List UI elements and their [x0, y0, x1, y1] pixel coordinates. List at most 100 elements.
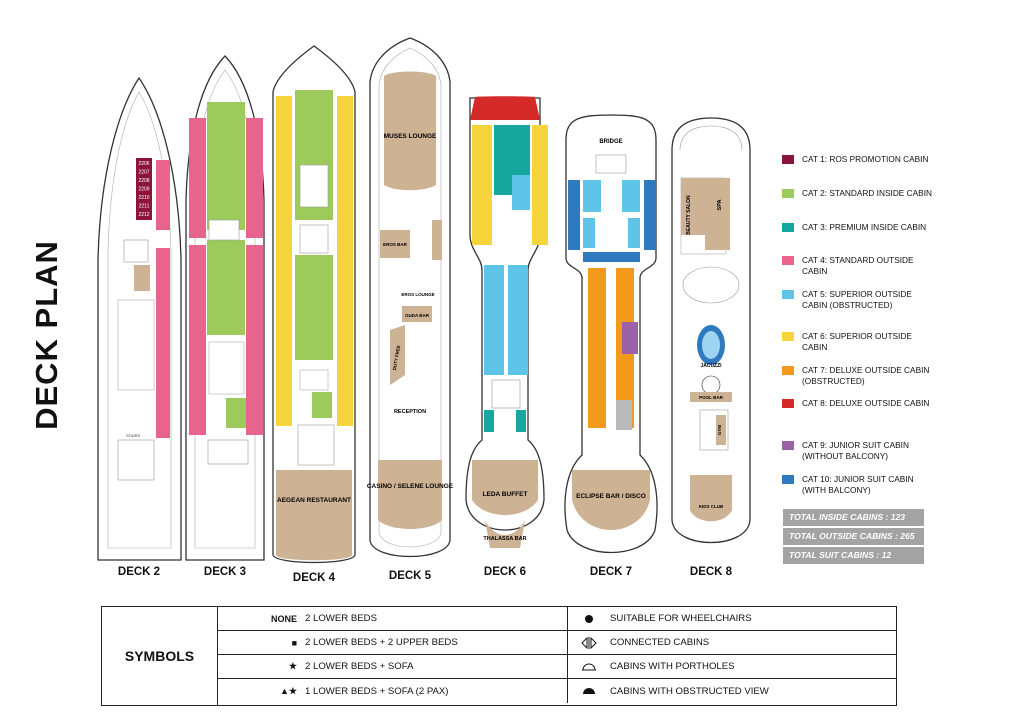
legend-item: CAT 10: JUNIOR SUIT CABIN (WITH BALCONY) [782, 474, 932, 495]
legend-item: CAT 5: SUPERIOR OUTSIDE CABIN (OBSTRUCTE… [782, 289, 932, 310]
beauty-salon-label: BEAUTY SALON [686, 195, 692, 235]
deck-8-plan: SPA BEAUTY SALON JACUZZI POOL BAR GYM KI… [671, 117, 751, 544]
eros-bar-label: EROS BAR [383, 242, 408, 247]
obstructed-view-icon [568, 686, 610, 696]
deck-label-d5: DECK 5 [388, 570, 432, 582]
legend-swatch [782, 475, 794, 484]
symbols-table: SYMBOLS NONE 2 LOWER BEDS ■ 2 LOWER BEDS… [101, 606, 897, 706]
legend-label: CAT 7: DELUXE OUTSIDE CABIN (OBSTRUCTED) [802, 365, 930, 386]
symbol-label: CABINS WITH OBSTRUCTED VIEW [610, 685, 769, 697]
legend-swatch [782, 441, 794, 450]
legend-label: CAT 8: DELUXE OUTSIDE CABIN [802, 398, 930, 408]
bridge-label: BRIDGE [599, 139, 622, 145]
eclipse-bar-label: ECLIPSE BAR / DISCO [576, 493, 646, 500]
leda-buffet-label: LEDA BUFFET [483, 491, 528, 498]
legend-item: CAT 3: PREMIUM INSIDE CABIN [782, 222, 932, 233]
legend-item: CAT 4: STANDARD OUTSIDE CABIN [782, 255, 932, 276]
deck-label-d7: DECK 7 [589, 566, 633, 578]
symbol-row: ▲★ 1 LOWER BEDS + SOFA (2 PAX) [217, 679, 568, 703]
symbol-row: ■ 2 LOWER BEDS + 2 UPPER BEDS [217, 631, 568, 655]
legend-swatch [782, 366, 794, 375]
duty-free-label: DUTY FREE [392, 345, 401, 371]
symbol-label: SUITABLE FOR WHEELCHAIRS [610, 613, 752, 624]
total-outside-cabins: TOTAL OUTSIDE CABINS : 265 [783, 528, 924, 545]
cabin-number: 2208 [138, 178, 149, 184]
gym-label: GYM [717, 425, 722, 436]
ouda-bar-label: OUDA BAR [405, 313, 430, 318]
legend-item: CAT 2: STANDARD INSIDE CABIN [782, 188, 932, 199]
jacuzzi-label: JACUZZI [700, 363, 722, 369]
legend-swatch [782, 399, 794, 408]
symbol-label: 1 LOWER BEDS + SOFA (2 PAX) [305, 685, 449, 697]
symbol-label: 2 LOWER BEDS [305, 613, 377, 624]
cabin-number: 2207 [138, 170, 149, 176]
legend-label: CAT 3: PREMIUM INSIDE CABIN [802, 222, 927, 232]
cabin-number: 2209 [138, 187, 149, 193]
symbol-row: ★ 2 LOWER BEDS + SOFA [217, 655, 568, 679]
deck-5-plan: MUSES LOUNGE EROS BAR EROS LOUNGE OUDA B… [367, 37, 454, 558]
symbols-header: SYMBOLS [102, 607, 218, 705]
legend-label: CAT 9: JUNIOR SUIT CABIN (WITHOUT BALCON… [802, 440, 909, 461]
symbol-row: CABINS WITH OBSTRUCTED VIEW [568, 679, 896, 703]
legend-label: CAT 1: ROS PROMOTION CABIN [802, 154, 929, 164]
spa-label: SPA [717, 200, 723, 211]
legend-swatch [782, 155, 794, 164]
symbol-label: CABINS WITH PORTHOLES [610, 661, 735, 672]
deck-plans-diagram: 2206 2207 2208 2209 2210 2211 2212 STAIRS [97, 37, 751, 564]
legend-item: CAT 6: SUPERIOR OUTSIDE CABIN [782, 331, 932, 352]
connected-cabins-icon [568, 636, 610, 649]
deck-7-plan: BRIDGE ECLIPSE BAR / DISCO [564, 114, 658, 554]
legend-label: CAT 10: JUNIOR SUIT CABIN (WITH BALCONY) [802, 474, 914, 495]
legend-label: CAT 4: STANDARD OUTSIDE CABIN [802, 255, 914, 276]
symbol-label: 2 LOWER BEDS + 2 UPPER BEDS [305, 637, 458, 648]
triangle-star-icon: ▲★ [280, 685, 297, 696]
deck-4-plan: AEGEAN RESTAURANT [272, 45, 356, 564]
reception-label: RECEPTION [394, 409, 426, 415]
legend-swatch [782, 189, 794, 198]
deck-label-d4: DECK 4 [292, 572, 336, 584]
legend-swatch [782, 332, 794, 341]
deck-label-d2: DECK 2 [117, 566, 161, 578]
square-icon: ■ [291, 637, 297, 648]
wheelchair-dot-icon [568, 614, 610, 624]
symbol-row: CABINS WITH PORTHOLES [568, 655, 896, 679]
thalassa-bar-label: THALASSA BAR [483, 536, 526, 542]
total-inside-cabins: TOTAL INSIDE CABINS : 123 [783, 509, 924, 526]
cabin-number: 2212 [138, 212, 149, 218]
legend-label: CAT 5: SUPERIOR OUTSIDE CABIN (OBSTRUCTE… [802, 289, 912, 310]
deck-6-plan: LEDA BUFFET THALASSA BAR [465, 96, 548, 548]
deck-3-plan [185, 55, 265, 561]
symbol-row: NONE 2 LOWER BEDS [217, 607, 568, 631]
symbol-label: CONNECTED CABINS [610, 637, 710, 648]
deck-label-d8: DECK 8 [689, 566, 733, 578]
symbol-label: 2 LOWER BEDS + SOFA [305, 661, 414, 672]
cabin-number: 2211 [139, 204, 150, 210]
legend-swatch [782, 290, 794, 299]
deck-2-stairs-label: STAIRS [126, 433, 140, 438]
legend-item: CAT 7: DELUXE OUTSIDE CABIN (OBSTRUCTED) [782, 365, 932, 386]
legend-swatch [782, 223, 794, 232]
casino-lounge-label: CASINO / SELENE LOUNGE [367, 483, 454, 490]
kids-club-label: KIDS CLUB [699, 504, 724, 509]
symbol-row: SUITABLE FOR WHEELCHAIRS [568, 607, 896, 631]
star-icon: ★ [288, 661, 297, 671]
cabin-number: 2210 [138, 195, 149, 201]
legend-label: CAT 6: SUPERIOR OUTSIDE CABIN [802, 331, 912, 352]
deck-2-plan: 2206 2207 2208 2209 2210 2211 2212 STAIRS [97, 76, 182, 561]
muses-lounge-label: MUSES LOUNGE [384, 133, 437, 140]
legend-item: CAT 9: JUNIOR SUIT CABIN (WITHOUT BALCON… [782, 440, 932, 461]
symbol-row: CONNECTED CABINS [568, 631, 896, 655]
eros-lounge-label: EROS LOUNGE [401, 292, 434, 297]
symbol-none: NONE [270, 613, 297, 624]
pool-bar-label: POOL BAR [699, 395, 723, 400]
legend-item: CAT 8: DELUXE OUTSIDE CABIN [782, 398, 932, 409]
aegean-restaurant-label: AEGEAN RESTAURANT [277, 497, 351, 504]
deck-label-d6: DECK 6 [483, 566, 527, 578]
cabin-number: 2206 [138, 161, 149, 167]
legend-swatch [782, 256, 794, 265]
legend-item: CAT 1: ROS PROMOTION CABIN [782, 154, 932, 165]
total-suit-cabins: TOTAL SUIT CABINS : 12 [783, 547, 924, 564]
porthole-icon [568, 662, 610, 672]
legend-label: CAT 2: STANDARD INSIDE CABIN [802, 188, 933, 198]
deck-label-d3: DECK 3 [203, 566, 247, 578]
